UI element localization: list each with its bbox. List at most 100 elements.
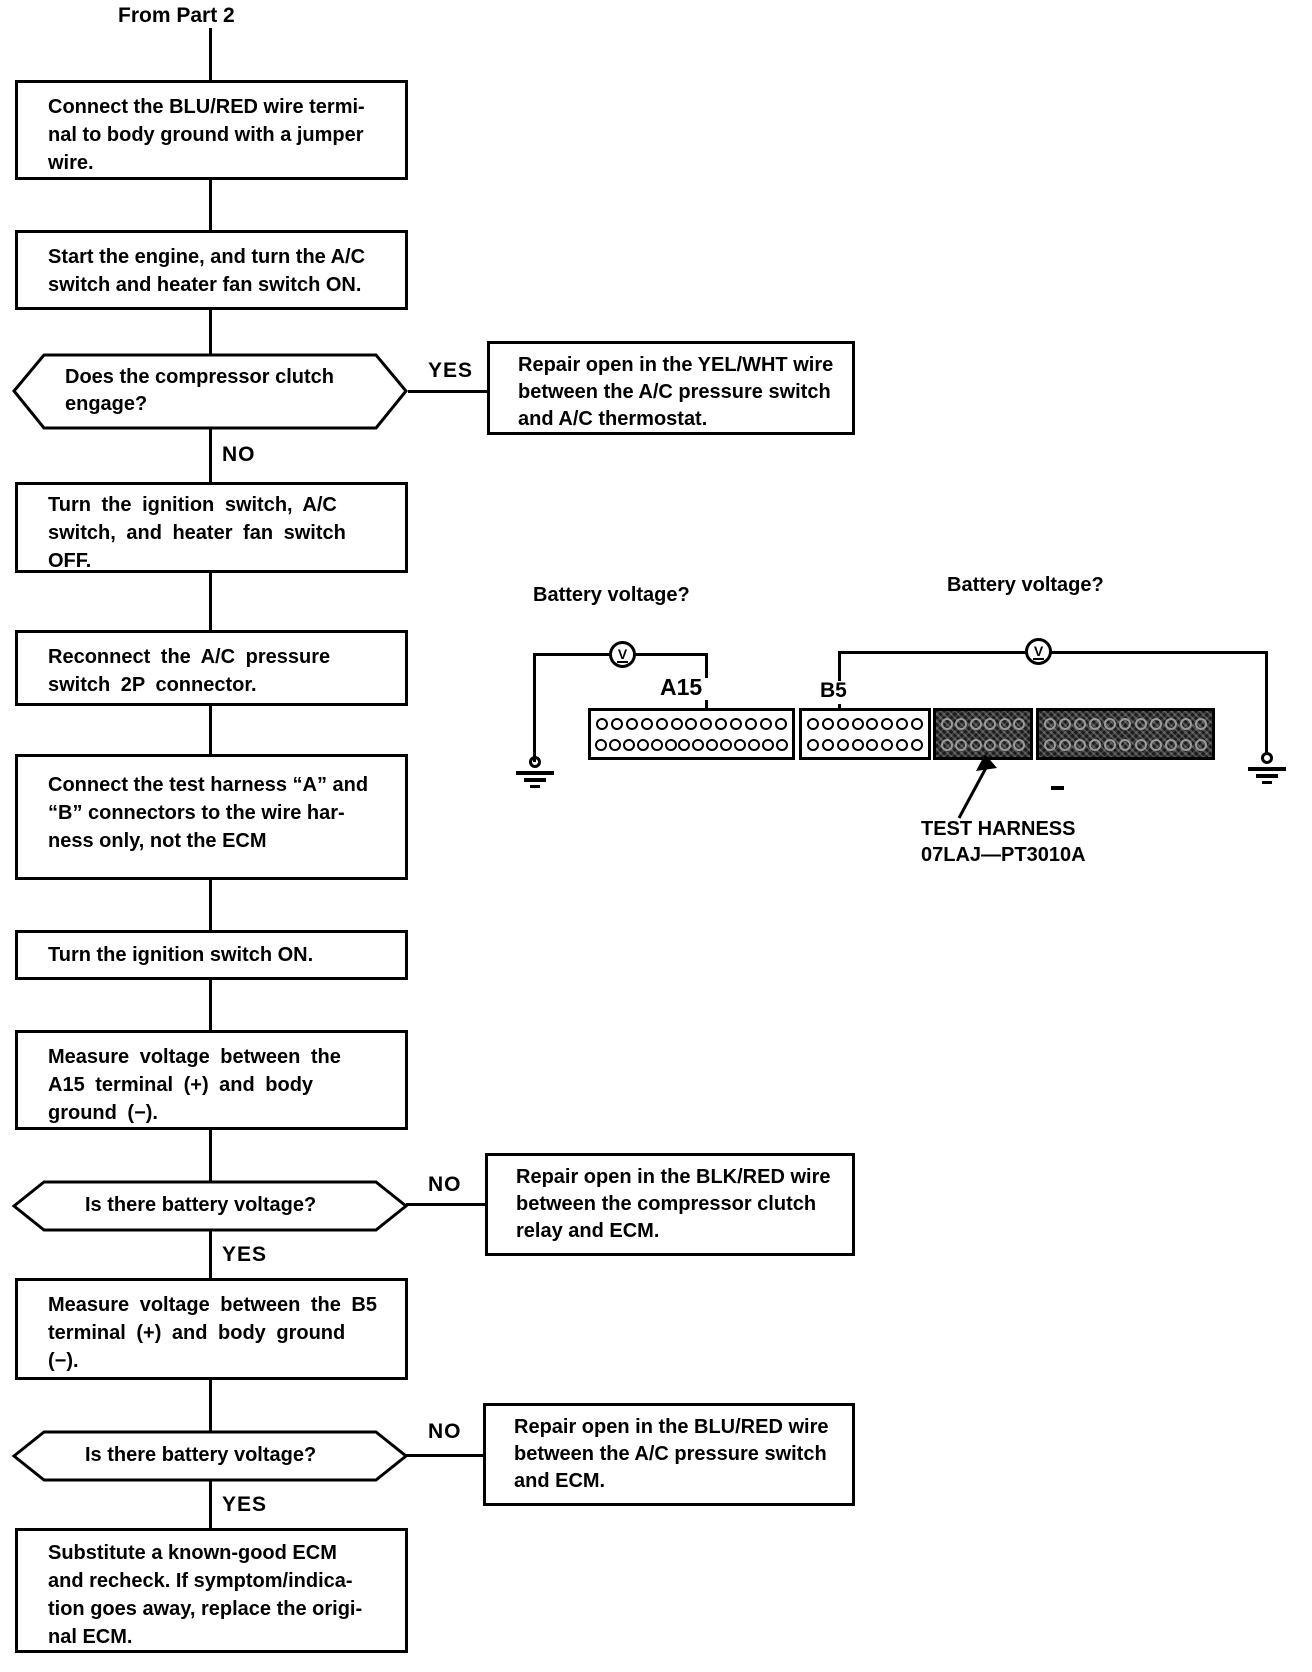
terminal-pin [700,717,713,730]
ecm-connector-a [588,708,795,760]
terminal-label-a15: A15 [660,674,703,700]
terminal-pin [1119,717,1132,730]
connector-pin-row [804,713,926,734]
terminal-pin [655,717,668,730]
from-part2-label: From Part 2 [118,4,235,27]
connector-pin-row [938,734,1028,755]
terminal-pin [1059,738,1072,751]
text-line: Repair open in the BLU/RED wire [514,1416,829,1438]
text-line: Reconnect the A/C pressure [48,646,331,668]
flow-line [209,1478,212,1530]
ecm-connector-b [799,708,931,760]
flow-line [209,571,212,631]
branch-label-yes: YES [428,359,474,382]
text-line: switch, and heater fan switch [48,522,346,544]
terminal-pin [911,738,923,751]
process-measure-b5: Measure voltage between the B5 terminal … [15,1278,408,1380]
terminal-pin [678,738,691,751]
terminal-pin [720,738,733,751]
probe-wire [1265,651,1268,755]
ground-symbol [1247,752,1287,784]
terminal-pin [940,738,953,751]
terminal-pin [1149,717,1162,730]
terminal-pin [610,717,623,730]
terminal-pin [1164,717,1177,730]
terminal-pin [1179,717,1192,730]
ecm-connector-d-shaded [1036,708,1215,760]
terminal-pin [1194,717,1207,730]
ground-terminal-circle [1261,752,1273,764]
hexagon-shape [11,1430,409,1482]
text-line: between the A/C pressure switch [514,1443,827,1465]
text-line: Connect the test harness “A” and [48,774,369,796]
terminal-pin [1044,738,1057,751]
terminal-pin [608,738,621,751]
text-line: tion goes away, replace the origi- [48,1598,363,1620]
probe-wire [838,651,1268,654]
text-line: Start the engine, and turn the A/C [48,246,366,268]
terminal-pin [1013,738,1026,751]
action-repair-yelwht-wire: Repair open in the YEL/WHT wire between … [487,341,855,435]
terminal-pin [1134,738,1147,751]
ground-bar [1256,774,1278,778]
text-line: Does the compressor clutch [65,366,334,388]
process-substitute-ecm: Substitute a known-good ECM and recheck.… [15,1528,408,1653]
terminal-pin [715,717,728,730]
terminal-pin [1134,717,1147,730]
terminal-pin [911,717,923,730]
text-line: (−). [48,1350,79,1372]
text-line: Turn the ignition switch, A/C [48,494,337,516]
text-line: between the A/C pressure switch [518,381,831,403]
text-line: ground (−). [48,1102,158,1124]
terminal-pin [881,717,894,730]
terminal-pin [1074,738,1087,751]
branch-label-yes: YES [222,1243,268,1266]
text-line: Measure voltage between the [48,1046,341,1068]
ground-bar [1248,767,1286,771]
process-measure-a15: Measure voltage between the A15 terminal… [15,1030,408,1130]
connector-pin-row [1041,713,1210,734]
connector-pin-row [804,734,926,755]
flow-line [209,1228,212,1280]
process-reconnect-2p-connector: Reconnect the A/C pressure switch 2P con… [15,630,408,706]
text-line: Substitute a known-good ECM [48,1542,337,1564]
terminal-pin [640,717,653,730]
minus-mark [1051,786,1064,790]
flow-line [209,28,212,80]
terminal-pin [595,717,608,730]
terminal-pin [1179,738,1192,751]
connector-pin-row [1041,734,1210,755]
terminal-pin [1164,738,1177,751]
terminal-pin [664,738,677,751]
terminal-pin [1044,717,1057,730]
text-line: Turn the ignition switch ON. [48,944,314,966]
text-line: Measure voltage between the B5 [48,1294,377,1316]
terminal-pin [625,717,638,730]
terminal-pin [984,738,997,751]
text-line: ness only, not the ECM [48,830,267,852]
terminal-pin [745,717,758,730]
terminal-pin [1194,738,1207,751]
voltmeter-v-label: V [616,645,629,663]
voltmeter-icon: V [609,641,636,668]
terminal-pin [998,717,1011,730]
terminal-pin [1074,717,1087,730]
flow-line [209,878,212,932]
voltmeter-icon: V [1025,638,1052,665]
terminal-pin [881,738,894,751]
terminal-pin [896,717,909,730]
flow-line [209,1128,212,1182]
terminal-label-b5: B5 [820,679,847,702]
branch-label-no: NO [428,1420,462,1443]
terminal-pin [896,738,909,751]
terminal-pin [670,717,683,730]
flow-line [209,308,212,355]
text-line: nal ECM. [48,1626,133,1648]
action-repair-blkred-wire: Repair open in the BLK/RED wire between … [485,1153,855,1256]
terminal-pin [692,738,705,751]
flow-line [209,428,212,484]
ground-terminal-circle [529,756,541,768]
branch-label-no: NO [428,1173,462,1196]
terminal-pin [760,717,773,730]
